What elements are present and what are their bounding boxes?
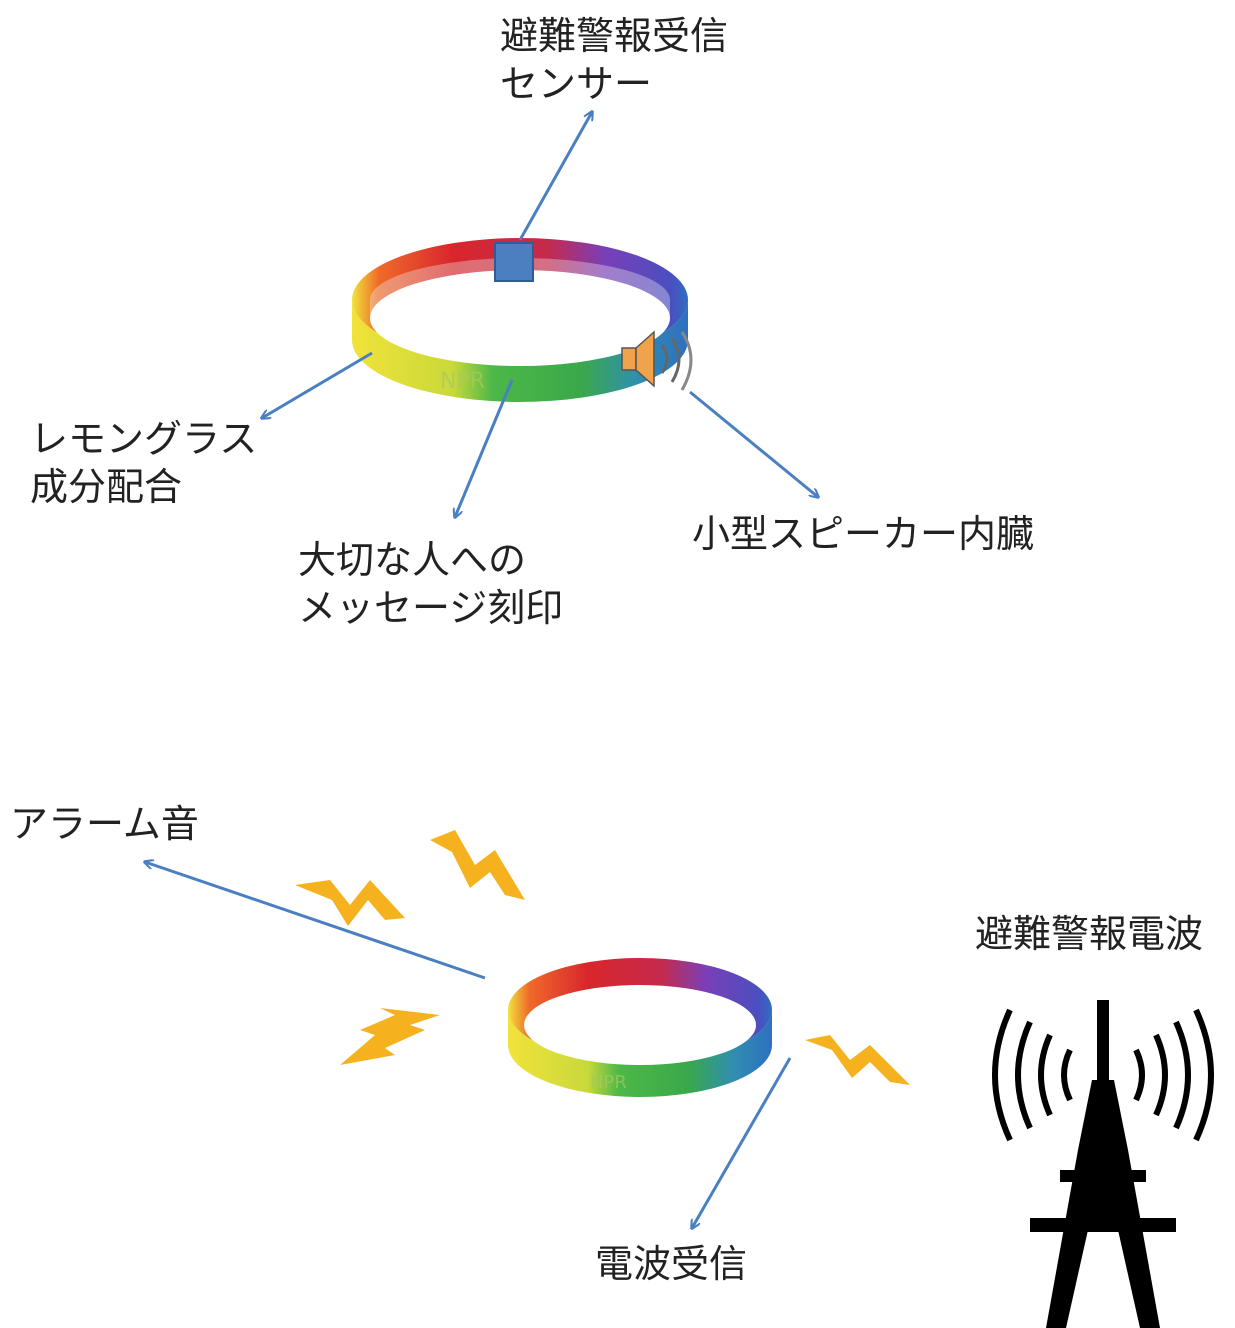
lightning-icon	[340, 1008, 440, 1065]
arrow-to-receive-label	[692, 1057, 792, 1228]
message-label: 大切な人への メッセージ刻印	[298, 536, 563, 632]
arrow-to-lemongrass-label	[262, 351, 373, 418]
arrow-to-speaker-label	[689, 390, 818, 497]
arrow-to-sensor-label	[518, 112, 592, 241]
radio-tower-icon	[992, 1000, 1214, 1328]
wave-label: 避難警報電波	[975, 912, 1204, 956]
message-label-line1: 大切な人への	[298, 538, 527, 582]
lemongrass-label: レモングラス 成分配合	[30, 415, 257, 511]
lemongrass-label-line2: 成分配合	[30, 465, 183, 509]
svg-text:NPR: NPR	[440, 369, 485, 394]
wristband-icon: NPR	[508, 958, 772, 1097]
lightning-icon	[805, 1035, 910, 1085]
lemongrass-label-line1: レモングラス	[30, 417, 258, 461]
receive-label: 電波受信	[595, 1242, 748, 1286]
arrow-to-message-label	[455, 379, 514, 517]
sensor-chip-icon	[494, 242, 534, 282]
message-label-line2: メッセージ刻印	[298, 586, 564, 630]
speaker-icon	[621, 330, 693, 391]
arrow-to-alarm-label	[145, 862, 486, 980]
sensor-label-line1: 避難警報受信	[500, 14, 729, 58]
sensor-label-line2: センサー	[500, 62, 653, 106]
lightning-icon	[430, 830, 525, 900]
lightning-icon	[295, 880, 405, 926]
wristband-icon: NPR	[352, 238, 688, 402]
alarm-label: アラーム音	[10, 802, 199, 846]
svg-text:NPR: NPR	[590, 1072, 627, 1093]
speaker-label: 小型スピーカー内臓	[692, 512, 1035, 556]
lightning-group	[295, 830, 910, 1085]
sensor-label: 避難警報受信 センサー	[500, 12, 728, 108]
